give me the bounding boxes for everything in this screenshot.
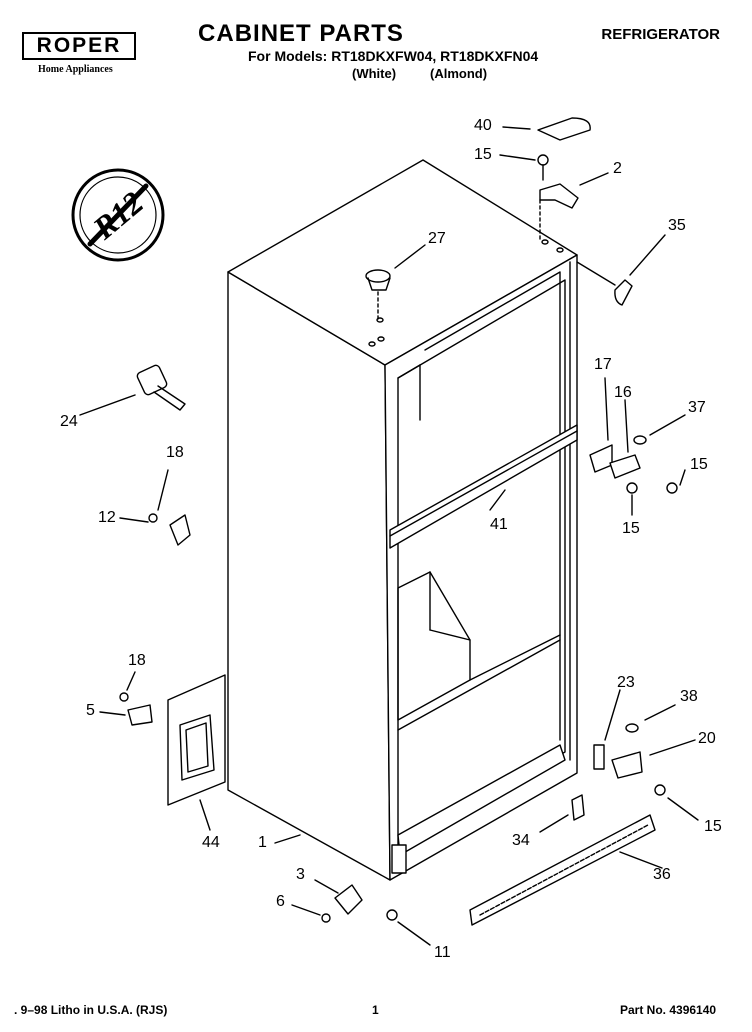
page-title: CABINET PARTS bbox=[198, 20, 404, 47]
callout-1: 1 bbox=[258, 834, 267, 851]
callout-11: 11 bbox=[434, 944, 451, 961]
callout-41: 41 bbox=[490, 516, 508, 533]
callout-16: 16 bbox=[614, 384, 632, 401]
callout-27: 27 bbox=[428, 230, 446, 247]
door-stop-part bbox=[79, 364, 186, 416]
callout-15-right: 15 bbox=[690, 456, 708, 473]
grille-clip-part bbox=[539, 794, 585, 833]
callout-12: 12 bbox=[98, 509, 116, 526]
callout-24: 24 bbox=[60, 413, 78, 430]
page-number: 1 bbox=[372, 1003, 379, 1017]
top-hinge-part bbox=[499, 154, 609, 241]
divider-trim-part bbox=[389, 424, 578, 549]
hinge-pin-cover-part bbox=[576, 234, 666, 306]
r12-refrigerant-badge: R12 bbox=[71, 168, 165, 262]
callout-20: 20 bbox=[698, 730, 716, 747]
top-plug-part bbox=[365, 244, 426, 321]
callout-36: 36 bbox=[653, 866, 671, 883]
callout-15-mid: 15 bbox=[622, 520, 640, 537]
middle-hinge-part bbox=[589, 377, 686, 516]
upper-bracket-part bbox=[119, 469, 191, 546]
callout-3: 3 bbox=[296, 866, 305, 883]
refrigerator-cabinet bbox=[227, 159, 578, 881]
callout-15-bottom: 15 bbox=[704, 818, 722, 835]
callout-38: 38 bbox=[680, 688, 698, 705]
callout-15-top: 15 bbox=[474, 146, 492, 163]
callout-5: 5 bbox=[86, 702, 95, 719]
callout-18-upper: 18 bbox=[166, 444, 184, 461]
side-handle-part bbox=[167, 674, 226, 831]
logo-subtext: Home Appliances bbox=[38, 64, 113, 75]
part-number: Part No. 4396140 bbox=[620, 1003, 717, 1017]
cabinet-leader-line bbox=[274, 834, 301, 844]
callout-44: 44 bbox=[202, 834, 220, 851]
callout-2: 2 bbox=[613, 160, 622, 177]
callout-23: 23 bbox=[617, 674, 635, 691]
callout-37: 37 bbox=[688, 399, 706, 416]
litho-note: . 9–98 Litho in U.S.A. (RJS) bbox=[14, 1003, 168, 1017]
color-almond-label: (Almond) bbox=[430, 66, 488, 81]
toe-grille-part bbox=[469, 814, 663, 926]
callout-34: 34 bbox=[512, 832, 530, 849]
color-white-label: (White) bbox=[352, 66, 397, 81]
bottom-hinge-part bbox=[593, 689, 699, 821]
appliance-category: REFRIGERATOR bbox=[601, 26, 720, 43]
callout-18-lower: 18 bbox=[128, 652, 146, 669]
callout-40: 40 bbox=[474, 117, 492, 134]
hinge-cover-part bbox=[502, 117, 591, 141]
callout-35: 35 bbox=[668, 217, 686, 234]
leveling-leg-part bbox=[291, 879, 431, 946]
lower-bracket-part bbox=[99, 671, 153, 726]
roper-logo: ROPER bbox=[22, 32, 136, 60]
callout-17: 17 bbox=[594, 356, 612, 373]
callout-6: 6 bbox=[276, 893, 285, 910]
model-numbers: For Models: RT18DKXFW04, RT18DKXFN04 bbox=[248, 48, 539, 64]
